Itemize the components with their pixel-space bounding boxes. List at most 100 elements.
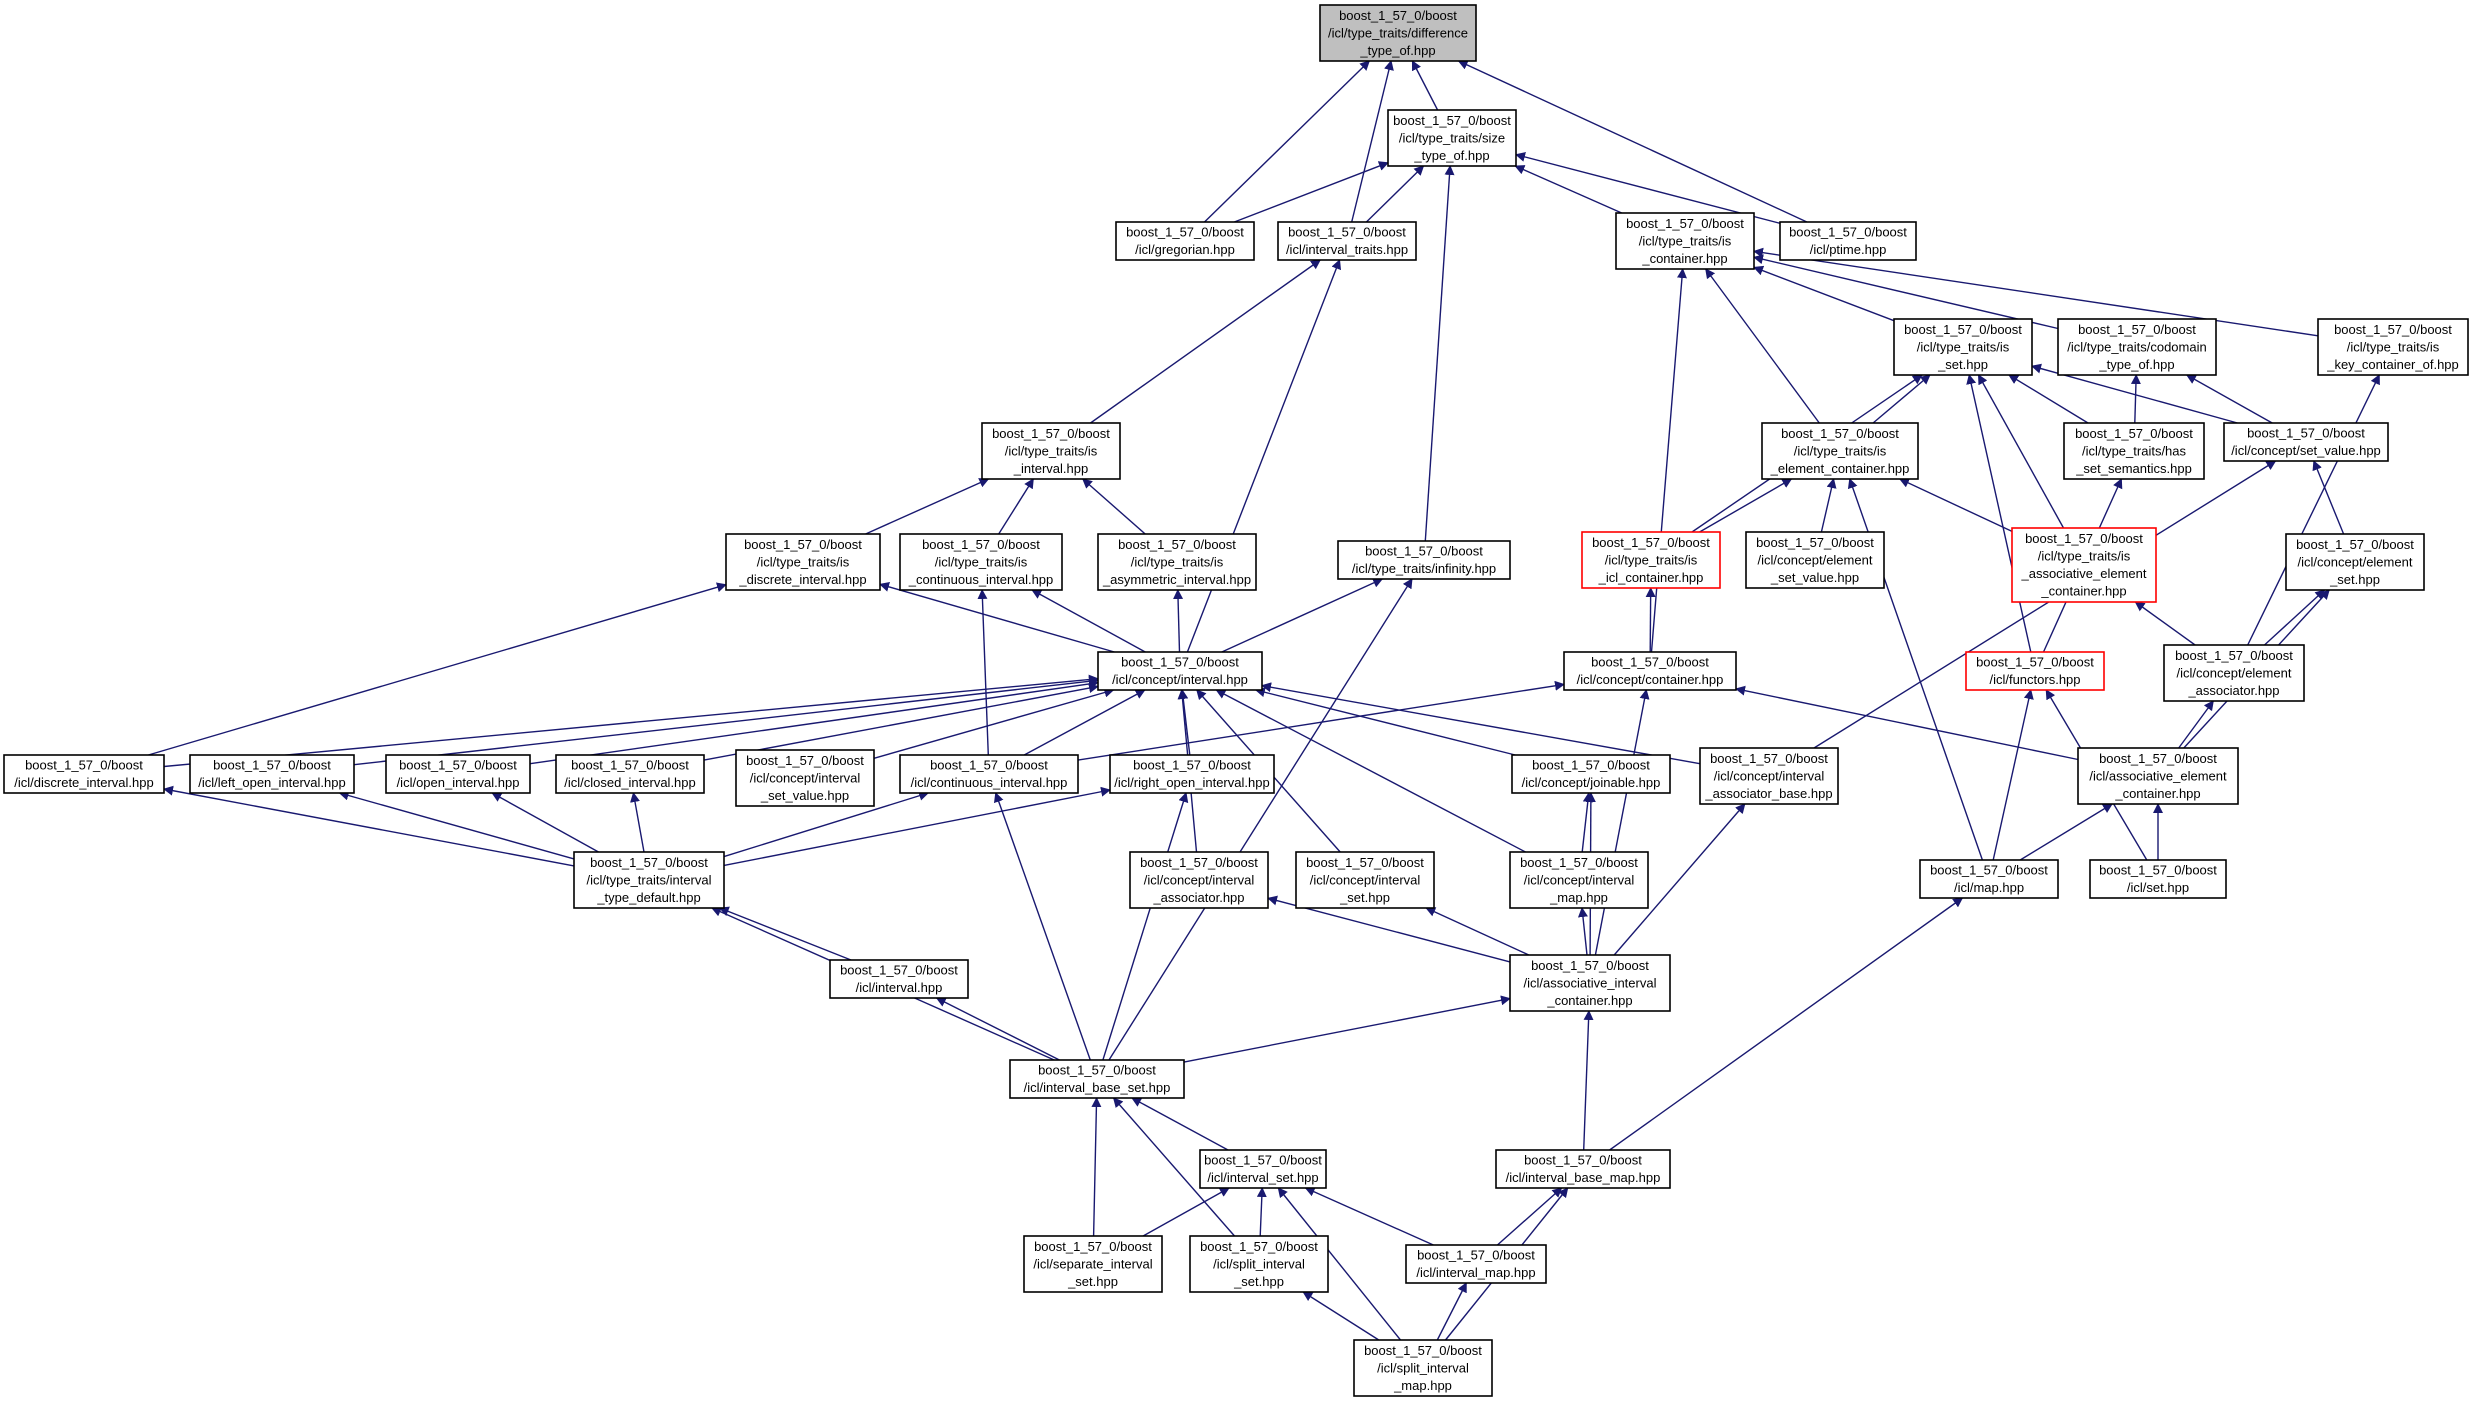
node-label-line: _element_container.hpp bbox=[1770, 461, 1910, 476]
node-concept-element-set[interactable]: boost_1_57_0/boost/icl/concept/element_s… bbox=[2285, 533, 2425, 591]
node-label-line: boost_1_57_0/boost bbox=[840, 963, 958, 978]
node-interval-set[interactable]: boost_1_57_0/boost/icl/interval_set.hpp bbox=[1199, 1149, 1327, 1189]
node-continuous-interval[interactable]: boost_1_57_0/boost/icl/continuous_interv… bbox=[899, 754, 1079, 794]
node-label-line: boost_1_57_0/boost bbox=[2099, 751, 2217, 766]
node-infinity[interactable]: boost_1_57_0/boost/icl/type_traits/infin… bbox=[1337, 540, 1511, 580]
node-box bbox=[1965, 651, 2105, 691]
node-box bbox=[1353, 1339, 1493, 1397]
edge-interval_type_default-to-left_open_interval bbox=[338, 790, 575, 860]
node-label-line: boost_1_57_0/boost bbox=[922, 537, 1040, 552]
node-label-line: /icl/type_traits/is bbox=[935, 554, 1028, 569]
node-label-line: _associator_base.hpp bbox=[1704, 786, 1832, 801]
node-interval-base-map[interactable]: boost_1_57_0/boost/icl/interval_base_map… bbox=[1495, 1149, 1671, 1189]
node-associative-interval-container[interactable]: boost_1_57_0/boost/icl/associative_inter… bbox=[1509, 954, 1671, 1012]
node-discrete-interval[interactable]: boost_1_57_0/boost/icl/discrete_interval… bbox=[3, 754, 165, 794]
edge-left_open_interval-to-concept_interval bbox=[353, 676, 1099, 766]
node-left-open-interval[interactable]: boost_1_57_0/boost/icl/left_open_interva… bbox=[189, 754, 355, 794]
node-label-line: /icl/interval_map.hpp bbox=[1416, 1265, 1535, 1280]
node-associative-element-container[interactable]: boost_1_57_0/boost/icl/associative_eleme… bbox=[2077, 747, 2239, 805]
node-box bbox=[1615, 212, 1755, 270]
node-label-line: _asymmetric_interval.hpp bbox=[1102, 572, 1251, 587]
node-set-value[interactable]: boost_1_57_0/boost/icl/concept/set_value… bbox=[2223, 422, 2389, 462]
node-open-interval[interactable]: boost_1_57_0/boost/icl/open_interval.hpp bbox=[385, 754, 531, 794]
node-box bbox=[2011, 527, 2157, 603]
edge-interval_traits-to-size_type_of bbox=[1365, 165, 1425, 223]
edge-interval_map-to-interval_set bbox=[1304, 1187, 1434, 1246]
edge-is_continuous_interval-to-is_interval bbox=[998, 478, 1034, 535]
edge-interval_set_value-to-concept_interval bbox=[873, 687, 1115, 759]
node-concept-interval[interactable]: boost_1_57_0/boost/icl/concept/interval.… bbox=[1097, 651, 1263, 691]
node-gregorian[interactable]: boost_1_57_0/boost/icl/gregorian.hpp bbox=[1115, 221, 1255, 261]
node-set[interactable]: boost_1_57_0/boost/icl/set.hpp bbox=[2089, 859, 2227, 899]
node-split-interval-map[interactable]: boost_1_57_0/boost/icl/split_interval_ma… bbox=[1353, 1339, 1493, 1397]
node-label-line: _container.hpp bbox=[2114, 786, 2200, 801]
node-label-line: boost_1_57_0/boost bbox=[1365, 544, 1483, 559]
node-is-interval[interactable]: boost_1_57_0/boost/icl/type_traits/is_in… bbox=[981, 422, 1121, 480]
edge-associative_element_container-to-concept_container bbox=[1735, 685, 2079, 761]
node-is-continuous-interval[interactable]: boost_1_57_0/boost/icl/type_traits/is _co… bbox=[899, 533, 1063, 591]
node-is-set[interactable]: boost_1_57_0/boost/icl/type_traits/is_se… bbox=[1893, 318, 2033, 376]
node-closed-interval[interactable]: boost_1_57_0/boost/icl/closed_interval.h… bbox=[555, 754, 705, 794]
node-concept-interval-set[interactable]: boost_1_57_0/boost/icl/concept/interval_… bbox=[1295, 851, 1435, 909]
node-label-line: /icl/type_traits/is bbox=[1639, 233, 1732, 248]
node-label-line: /icl/concept/element bbox=[2298, 554, 2413, 569]
node-label-line: /icl/type_traits/is bbox=[1917, 339, 2010, 354]
node-interval-associator[interactable]: boost_1_57_0/boost/icl/concept/interval_… bbox=[1129, 851, 1269, 909]
node-is-associative-element-container[interactable]: boost_1_57_0/boost/icl/type_traits/is_as… bbox=[2011, 527, 2157, 603]
node-is-element-container[interactable]: boost_1_57_0/boost/icl/type_traits/is_el… bbox=[1761, 422, 1919, 480]
node-difference-type-of[interactable]: boost_1_57_0/boost/icl/type_traits/diffe… bbox=[1319, 4, 1477, 62]
node-joinable[interactable]: boost_1_57_0/boost/icl/concept/joinable.… bbox=[1511, 754, 1671, 794]
node-element-associator[interactable]: boost_1_57_0/boost/icl/concept/element_a… bbox=[2163, 644, 2305, 702]
node-interval-map[interactable]: boost_1_57_0/boost/icl/interval_map.hpp bbox=[1405, 1244, 1547, 1284]
node-label-line: /icl/type_traits/size bbox=[1399, 130, 1505, 145]
node-label-line: /icl/type_traits/is bbox=[1605, 552, 1698, 567]
node-has-set-semantics[interactable]: boost_1_57_0/boost/icl/type_traits/has_s… bbox=[2063, 422, 2205, 480]
edge-interval_type_default-to-closed_interval bbox=[630, 792, 645, 853]
node-interval[interactable]: boost_1_57_0/boost/icl/interval.hpp bbox=[829, 959, 969, 999]
node-separate-interval-set[interactable]: boost_1_57_0/boost/icl/separate_interval… bbox=[1023, 1235, 1163, 1293]
node-codomain-type-of[interactable]: boost_1_57_0/boost/icl/type_traits/codom… bbox=[2057, 318, 2217, 376]
node-element-set-value[interactable]: boost_1_57_0/boost/icl/concept/element_s… bbox=[1745, 531, 1885, 589]
node-interval-type-default[interactable]: boost_1_57_0/boost/icl/type_traits/inter… bbox=[573, 851, 725, 909]
node-label-line: /icl/concept/interval bbox=[1310, 872, 1421, 887]
edge-element_set_value-to-is_element_container bbox=[1820, 478, 1837, 533]
node-concept-interval-map[interactable]: boost_1_57_0/boost/icl/concept/interval_… bbox=[1509, 851, 1649, 909]
node-split-interval-set[interactable]: boost_1_57_0/boost/icl/split_interval_se… bbox=[1189, 1235, 1329, 1293]
edge-concept_interval-to-is_continuous_interval bbox=[1031, 589, 1146, 653]
node-is-discrete-interval[interactable]: boost_1_57_0/boost/icl/type_traits/is_di… bbox=[725, 533, 881, 591]
edge-element_associator-to-is_key_container_of bbox=[2247, 374, 2380, 646]
edge-split_interval_set-to-interval_set bbox=[1256, 1187, 1267, 1237]
edge-gregorian-to-difference_type_of bbox=[1204, 60, 1371, 223]
node-label-line: /icl/concept/interval bbox=[750, 770, 861, 785]
node-right-open-interval[interactable]: boost_1_57_0/boost/icl/right_open_interv… bbox=[1109, 754, 1275, 794]
node-label-line: _key_container_of.hpp bbox=[2326, 357, 2459, 372]
node-is-key-container-of[interactable]: boost_1_57_0/boost/icl/type_traits/is_ke… bbox=[2317, 318, 2469, 376]
edge-map-to-associative_element_container bbox=[2019, 803, 2113, 861]
node-box bbox=[1129, 851, 1269, 909]
node-concept-container[interactable]: boost_1_57_0/boost/icl/concept/container… bbox=[1563, 651, 1737, 691]
node-box bbox=[573, 851, 725, 909]
node-interval-base-set[interactable]: boost_1_57_0/boost/icl/interval_base_set… bbox=[1009, 1059, 1185, 1099]
node-is-asymmetric-interval[interactable]: boost_1_57_0/boost/icl/type_traits/is_as… bbox=[1097, 533, 1257, 591]
node-interval-set-value[interactable]: boost_1_57_0/boost/icl/concept/interval_… bbox=[735, 749, 875, 807]
node-label-line: boost_1_57_0/boost bbox=[2099, 863, 2217, 878]
node-label-line: _associative_element bbox=[2020, 566, 2146, 581]
node-label-line: _continuous_interval.hpp bbox=[908, 572, 1054, 587]
node-map[interactable]: boost_1_57_0/boost/icl/map.hpp bbox=[1919, 859, 2059, 899]
node-interval-traits[interactable]: boost_1_57_0/boost/icl/interval_traits.h… bbox=[1277, 221, 1417, 261]
node-label-line: /icl/interval_traits.hpp bbox=[1286, 242, 1408, 257]
node-functors[interactable]: boost_1_57_0/boost/icl/functors.hpp bbox=[1965, 651, 2105, 691]
node-interval-associator-base[interactable]: boost_1_57_0/boost/icl/concept/interval_… bbox=[1699, 747, 1839, 805]
node-label-line: _type_of.hpp bbox=[1359, 43, 1435, 58]
node-box bbox=[3, 754, 165, 794]
edge-continuous_interval-to-concept_interval bbox=[1023, 689, 1146, 756]
node-label-line: /icl/separate_interval bbox=[1033, 1256, 1152, 1271]
node-label-line: _set.hpp bbox=[1339, 890, 1390, 905]
edge-separate_interval_set-to-interval_base_set bbox=[1091, 1097, 1102, 1237]
node-size-type-of[interactable]: boost_1_57_0/boost/icl/type_traits/size_… bbox=[1387, 109, 1517, 167]
node-ptime[interactable]: boost_1_57_0/boost/icl/ptime.hpp bbox=[1779, 221, 1917, 261]
node-label-line: boost_1_57_0/boost bbox=[1520, 855, 1638, 870]
node-is-icl-container[interactable]: boost_1_57_0/boost/icl/type_traits/is_ic… bbox=[1581, 531, 1721, 589]
node-is-container[interactable]: boost_1_57_0/boost/icl/type_traits/is_co… bbox=[1615, 212, 1755, 270]
edge-interval_base_set-to-interval bbox=[935, 997, 1060, 1061]
